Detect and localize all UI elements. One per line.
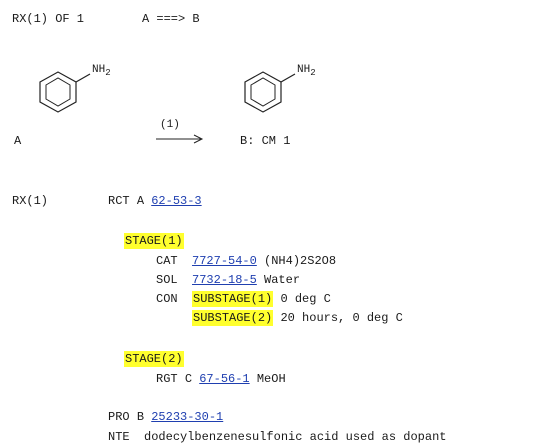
scheme-summary: A ===> B (142, 12, 200, 26)
nte-tag: NTE (108, 430, 130, 444)
rct-cas-link[interactable]: 62-53-3 (151, 194, 202, 208)
substage2-line: SUBSTAGE(2) 20 hours, 0 deg C (156, 310, 403, 326)
pro-role: B (136, 410, 145, 424)
pro-cas-link[interactable]: 25233-30-1 (151, 410, 224, 424)
nte-text: dodecylbenzenesulfonic acid used as dopa… (144, 430, 447, 444)
product-group: NH2 (297, 64, 316, 78)
sol-tag: SOL (156, 273, 178, 287)
reactant-label: A (14, 134, 22, 148)
product-structure (244, 71, 296, 113)
rct-tag: RCT (108, 194, 130, 208)
reaction-id: RX(1) (12, 194, 49, 208)
rgt-line: RGT C 67-56-1 MeOH (156, 372, 286, 386)
reaction-arrow (156, 134, 204, 144)
substage2-text: 20 hours, 0 deg C (280, 311, 403, 325)
con-line: CON SUBSTAGE(1) 0 deg C (156, 291, 331, 307)
sol-cas-link[interactable]: 7732-18-5 (192, 273, 257, 287)
rgt-name: MeOH (256, 372, 286, 386)
sol-line: SOL 7732-18-5 Water (156, 273, 300, 287)
pro-line: PRO B 25233-30-1 (108, 410, 223, 424)
cat-tag: CAT (156, 254, 178, 268)
con-tag: CON (156, 292, 178, 306)
arrow-label: (1) (160, 119, 180, 131)
rgt-cas-link[interactable]: 67-56-1 (199, 372, 250, 386)
substage2-label: SUBSTAGE(2) (192, 310, 274, 326)
rgt-tag: RGT (156, 372, 178, 386)
reactant-structure (39, 71, 91, 113)
cat-line: CAT 7727-54-0 (NH4)2S2O8 (156, 254, 336, 268)
rx-index: RX(1) OF 1 (12, 12, 85, 26)
pro-tag: PRO (108, 410, 130, 424)
reactant-group: NH2 (92, 64, 111, 78)
product-label: B: CM 1 (240, 134, 291, 148)
stage1-label: STAGE(1) (124, 233, 184, 249)
rct-line: RCT A 62-53-3 (108, 194, 202, 208)
rct-role: A (136, 194, 145, 208)
rgt-role: C (184, 372, 193, 386)
cat-cas-link[interactable]: 7727-54-0 (192, 254, 257, 268)
nte-line: NTE dodecylbenzenesulfonic acid used as … (108, 430, 446, 444)
sol-name: Water (264, 273, 301, 287)
stage2-label: STAGE(2) (124, 351, 184, 367)
cat-name: (NH4)2S2O8 (264, 254, 337, 268)
substage1-label: SUBSTAGE(1) (192, 291, 274, 307)
substage1-text: 0 deg C (280, 292, 331, 306)
